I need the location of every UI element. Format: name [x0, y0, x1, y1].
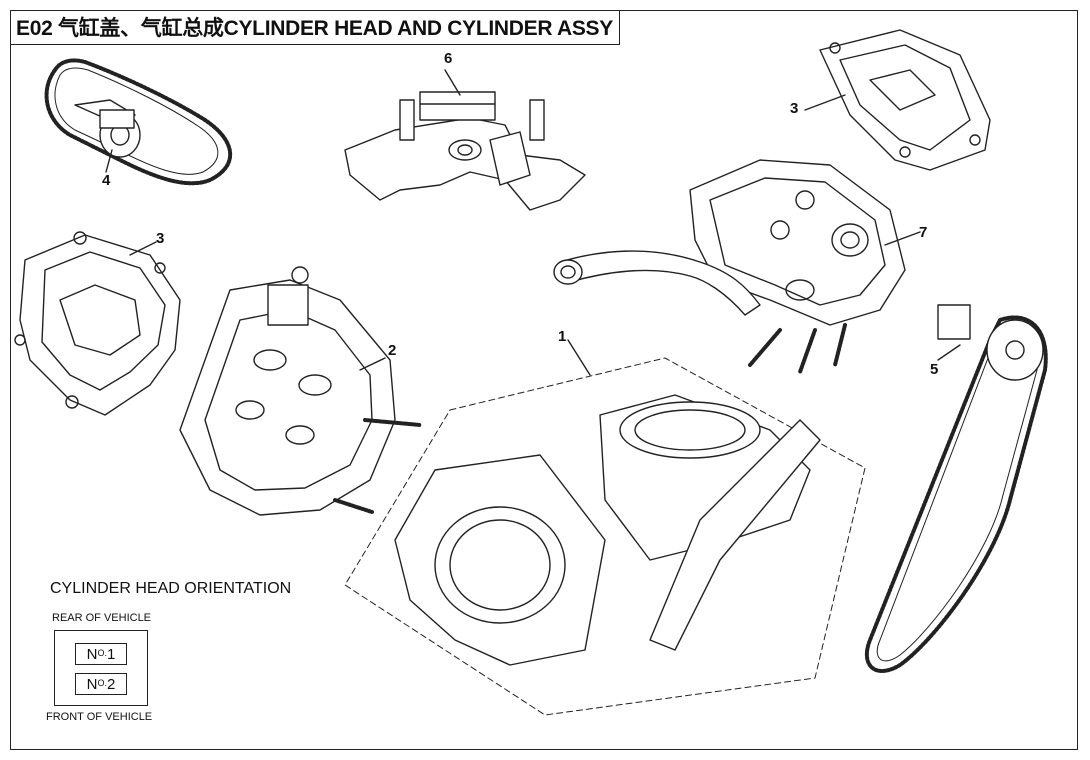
part-5-cam-chain [864, 304, 1048, 673]
slot-2-prefix: N [86, 675, 98, 693]
rear-of-vehicle-label: REAR OF VEHICLE [52, 612, 152, 624]
callout-part-3-left: 3 [156, 230, 165, 247]
part-1-cylinder-assy [344, 339, 866, 716]
callout-part-2: 2 [388, 342, 397, 359]
drawing-frame [10, 10, 1078, 750]
slot-1-prefix: N [86, 645, 98, 663]
part-2-cylinder-head [179, 266, 422, 516]
part-4-cam-chain [44, 58, 232, 186]
callout-part-6: 6 [444, 50, 453, 67]
slot-2-number: 2 [107, 675, 116, 693]
slot-1-number: 1 [107, 645, 116, 663]
callout-part-7: 7 [919, 224, 928, 241]
callout-part-5: 5 [930, 361, 939, 378]
callout-part-4: 4 [102, 172, 111, 189]
page-title: E02 气缸盖、气缸总成CYLINDER HEAD AND CYLINDER A… [10, 10, 620, 45]
orientation-title: CYLINDER HEAD ORIENTATION [50, 580, 292, 597]
part-3-valve-cover-left [14, 231, 181, 416]
front-of-vehicle-label: FRONT OF VEHICLE [46, 711, 153, 723]
slot-2-sup: O. [97, 678, 107, 688]
part-3-valve-cover-top [804, 29, 991, 171]
slot-1-sup: O. [97, 648, 107, 658]
callout-part-1: 1 [558, 328, 567, 345]
part-6-intake-manifold [344, 69, 586, 211]
part-7-cylinder-head [553, 159, 921, 374]
callout-part-3-top: 3 [790, 100, 799, 117]
